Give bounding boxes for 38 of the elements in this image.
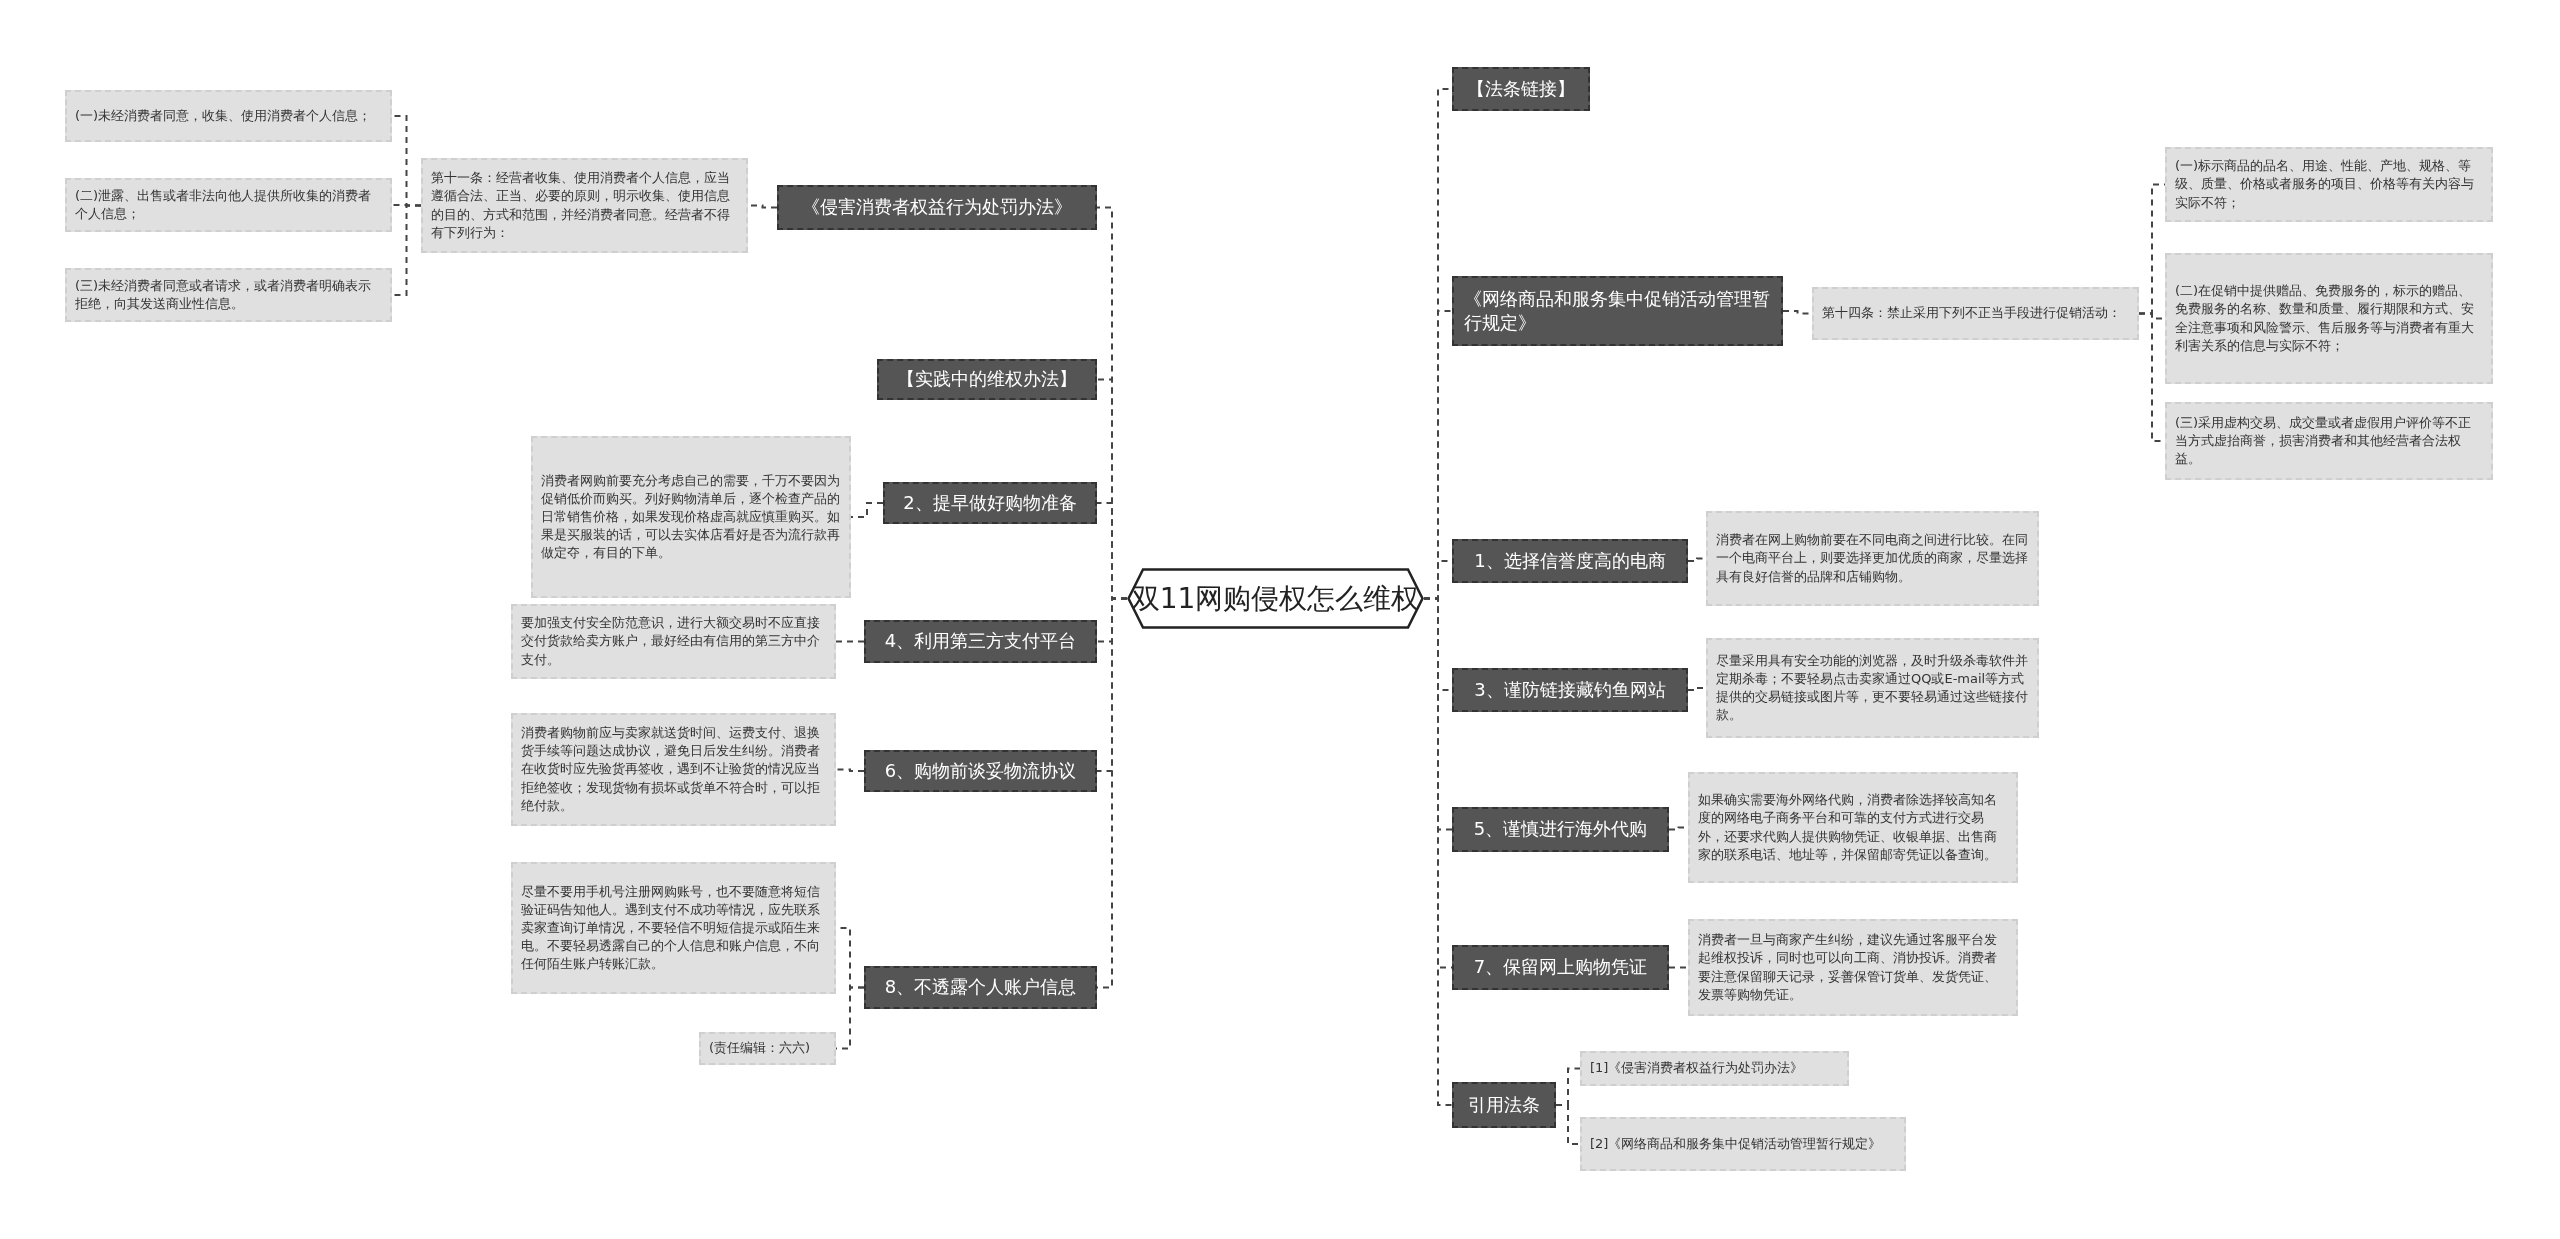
topic-box: 4、利用第三方支付平台 [864, 620, 1097, 663]
note-box: (二)在促销中提供赠品、免费服务的，标示的赠品、免费服务的名称、数量和质量、履行期限和方式、安全注意事项和风险警示、售后服务等与消费者有重大利害关系的信息与实际不符； [2165, 253, 2493, 384]
note-box: 消费者在网上购物前要在不同电商之间进行比较。在同一个电商平台上，则要选择更加优质的商家，尽量选择具有良好信誉的品牌和店铺购物。 [1706, 511, 2039, 606]
note-box: 第十一条：经营者收集、使用消费者个人信息，应当遵循合法、正当、必要的原则，明示收集、使用信息的目的、方式和范围，并经消费者同意。经营者不得有下列行为： [421, 158, 748, 253]
topic-box: 5、谨慎进行海外代购 [1452, 807, 1669, 852]
central-topic: 双11网购侵权怎么维权 [1127, 568, 1424, 629]
topic-box: 2、提早做好购物准备 [883, 482, 1097, 524]
topic-box: 6、购物前谈妥物流协议 [864, 750, 1097, 792]
note-box: (一)标示商品的品名、用途、性能、产地、规格、等级、质量、价格或者服务的项目、价格等有关内容与实际不符； [2165, 147, 2493, 222]
note-box: 尽量采用具有安全功能的浏览器，及时升级杀毒软件并定期杀毒；不要轻易点击卖家通过QQ或E-mail等方式提供的交易链接或图片等，更不要轻易通过这些链接付款。 [1706, 638, 2039, 738]
note-box: 消费者一旦与商家产生纠纷，建议先通过客服平台发起维权投诉，同时也可以向工商、消协投诉。消费者要注意保留聊天记录，妥善保管订货单、发货凭证、发票等购物凭证。 [1688, 919, 2018, 1016]
connector [835, 768, 865, 772]
note-box: [2]《网络商品和服务集中促销活动管理暂行规定》 [1580, 1117, 1906, 1171]
note-box: 如果确实需要海外网络代购，消费者除选择较高知名度的网络电子商务平台和可靠的支付方式进行交易外，还要求代购人提供购物凭证、收银单据、出售商家的联系电话、地址等，并保留邮寄凭证以备查询。 [1688, 772, 2018, 883]
note-box: 消费者购物前应与卖家就送货时间、运费支付、退换货手续等问题达成协议，避免日后发生纠纷。消费者在收货时应先验货再签收，遇到不让验货的情况应当拒绝签收；发现货物有损坏或货单不符合时，可以拒绝付款。 [511, 713, 836, 826]
topic-box: 1、选择信誉度高的电商 [1452, 539, 1688, 583]
topic-box: 8、不透露个人账户信息 [864, 966, 1097, 1009]
note-box: (三)采用虚构交易、成交量或者虚假用户评价等不正当方式虚抬商誉，损害消费者和其他经营者合法权益。 [2165, 402, 2493, 480]
topic-box: 《侵害消费者权益行为处罚办法》 [777, 185, 1097, 230]
topic-box: 【实践中的维权办法】 [877, 359, 1097, 400]
connector [835, 640, 865, 643]
note-box: 要加强支付安全防范意识，进行大额交易时不应直接交付货款给卖方账户，最好经由有信用的第三方中介支付。 [511, 604, 836, 679]
connector [1668, 966, 1689, 969]
note-box: (责任编辑：六六) [699, 1032, 836, 1065]
connector [850, 502, 884, 518]
note-box: (二)泄露、出售或者非法向他人提供所收集的消费者个人信息； [65, 178, 392, 232]
note-box: 消费者网购前要充分考虑自己的需要，千万不要因为促销低价而购买。列好购物清单后，逐个检查产品的日常销售价格，如果发现价格虚高就应慎重购买。如果是买服装的话，可以去实体店看好是否为流行款再做定夺，有目的下单。 [531, 436, 851, 598]
topic-box: 7、保留网上购物凭证 [1452, 945, 1669, 990]
note-box: (一)未经消费者同意，收集、使用消费者个人信息； [65, 90, 392, 142]
note-box: [1]《侵害消费者权益行为处罚办法》 [1580, 1051, 1849, 1086]
topic-box: 《网络商品和服务集中促销活动管理暂行规定》 [1452, 276, 1783, 346]
topic-box: 3、谨防链接藏钓鱼网站 [1452, 668, 1688, 712]
topic-box: 【法条链接】 [1452, 67, 1590, 111]
note-box: 尽量不要用手机号注册网购账号，也不要随意将短信验证码告知他人。遇到支付不成功等情况，应先联系卖家查询订单情况，不要轻信不明短信提示或陌生来电。不要轻易透露自己的个人信息和账户信息，不向任何陌生账户转账汇款。 [511, 862, 836, 994]
note-box: 第十四条：禁止采用下列不正当手段进行促销活动： [1812, 287, 2139, 340]
note-box: (三)未经消费者同意或者请求，或者消费者明确表示拒绝，向其发送商业性信息。 [65, 268, 392, 322]
topic-box: 引用法条 [1452, 1082, 1556, 1128]
connector [1555, 1104, 1581, 1145]
